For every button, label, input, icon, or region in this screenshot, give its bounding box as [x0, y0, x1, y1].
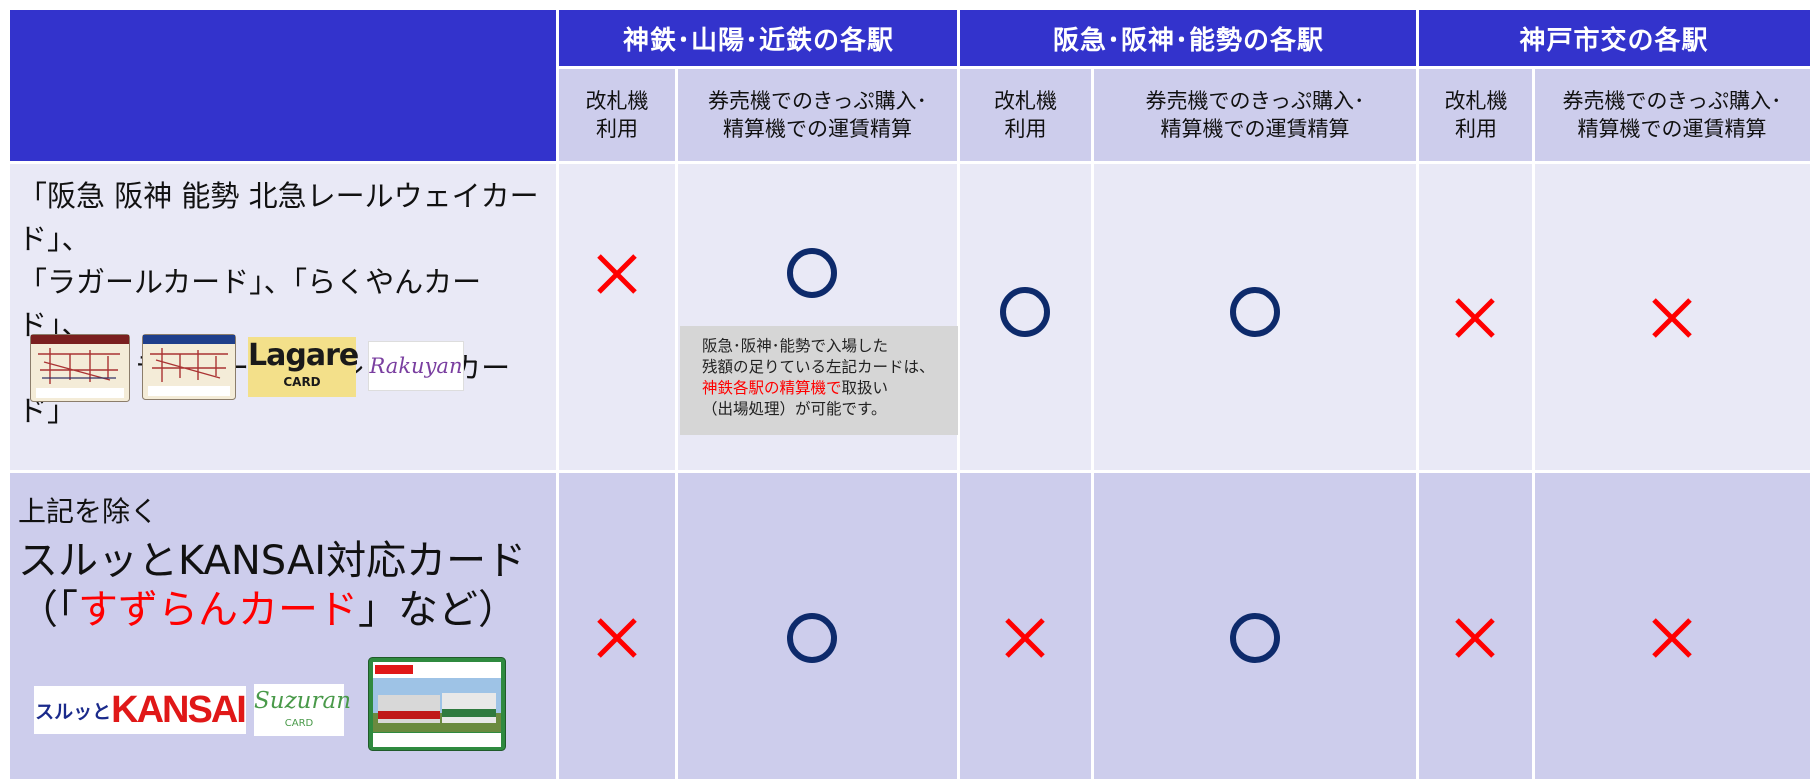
kansai-logo-text: KANSAI — [111, 688, 247, 731]
suzuran-card-image — [368, 657, 506, 751]
lagare-logo-subtext: CARD — [283, 375, 321, 389]
circle-mark-icon — [1230, 613, 1280, 663]
header-group-kobe-subway: 神戸市交の各駅 — [1418, 10, 1810, 67]
row-2-label-example: （「すずらんカード」など） — [18, 577, 518, 635]
header-corner — [10, 10, 558, 162]
circle-mark-icon — [787, 248, 837, 298]
circle-mark-icon — [787, 613, 837, 663]
row-1-label-line: 「阪急 阪神 能勢 北急レールウェイカード」、 — [18, 179, 539, 256]
cross-mark-icon — [1455, 618, 1495, 658]
note-box: 阪急･阪神･能勢で入場した 残額の足りている左記カードは、 神鉄各駅の精算機で取… — [680, 326, 958, 435]
grid-line — [558, 66, 1810, 69]
railway-card-image-2 — [142, 334, 236, 400]
header-group-label: 阪急･阪神･能勢の各駅 — [1052, 26, 1324, 56]
subheader-gate-3: 改札機 利用 — [1418, 67, 1534, 162]
suzuran-card-logo: Suzuran CARD — [254, 684, 352, 736]
lagare-logo-text: Lagare — [248, 338, 359, 373]
subheader-ticket-2: 券売機でのきっぷ購入･ 精算機での運賃精算 — [1092, 67, 1418, 162]
note-highlight: 神鉄各駅の精算機で — [702, 379, 842, 397]
grid-line — [1416, 10, 1419, 779]
header-group-label: 神戸市交の各駅 — [1519, 26, 1709, 56]
circle-mark-icon — [1230, 287, 1280, 337]
grid-line — [1532, 67, 1535, 779]
header-group-label: 神鉄･山陽･近鉄の各駅 — [622, 26, 894, 56]
header-group-hankyu: 阪急･阪神･能勢の各駅 — [959, 10, 1418, 67]
rakuyan-logo-text: Rakuyan — [369, 354, 463, 378]
grid-line — [556, 10, 559, 779]
header-group-shintetsu: 神鉄･山陽･近鉄の各駅 — [558, 10, 959, 67]
subheader-gate-1: 改札機 利用 — [558, 67, 676, 162]
subheader-ticket-1: 券売機でのきっぷ購入･ 精算機での運賃精算 — [676, 67, 959, 162]
suzuran-logo-subtext: CARD — [284, 718, 314, 729]
circle-mark-icon — [1000, 287, 1050, 337]
cross-mark-icon — [1652, 618, 1692, 658]
lagare-card-logo: Lagare CARD — [248, 337, 359, 397]
cross-mark-icon — [1652, 298, 1692, 338]
note-line: （出場処理）が可能です。 — [702, 400, 887, 418]
cross-mark-icon — [597, 618, 637, 658]
grid-line — [957, 10, 960, 779]
cross-mark-icon — [1005, 618, 1045, 658]
note-line: 阪急･阪神･能勢で入場した — [702, 337, 889, 355]
subheader-ticket-3: 券売機でのきっぷ購入･ 精算機での運賃精算 — [1534, 67, 1810, 162]
row-2-label-title: スルッとKANSAI対応カード — [18, 538, 527, 584]
cross-mark-icon — [1455, 298, 1495, 338]
row-2-label-text: 」など） — [358, 587, 518, 633]
grid-line — [675, 67, 678, 779]
note-line: 神鉄各駅の精算機で取扱い — [702, 378, 958, 399]
row-2-label-highlight: すずらんカード — [78, 587, 358, 633]
rakuyan-card-logo: Rakuyan — [368, 341, 464, 391]
railway-card-image-1 — [30, 334, 130, 402]
grid-line — [10, 470, 1810, 473]
row-2-label-prefix: 上記を除く — [18, 495, 159, 528]
note-line: 残額の足りている左記カードは、 — [702, 358, 935, 376]
row-2-label-text: （「 — [18, 587, 78, 633]
cross-mark-icon — [597, 254, 637, 294]
surutto-logo-kana: スルッと — [35, 700, 112, 723]
grid-line — [10, 161, 1810, 164]
grid-line — [1091, 67, 1094, 779]
note-text: 取扱い — [841, 379, 889, 397]
suzuran-logo-text: Suzuran — [254, 688, 352, 714]
subheader-gate-2: 改札機 利用 — [959, 67, 1092, 162]
